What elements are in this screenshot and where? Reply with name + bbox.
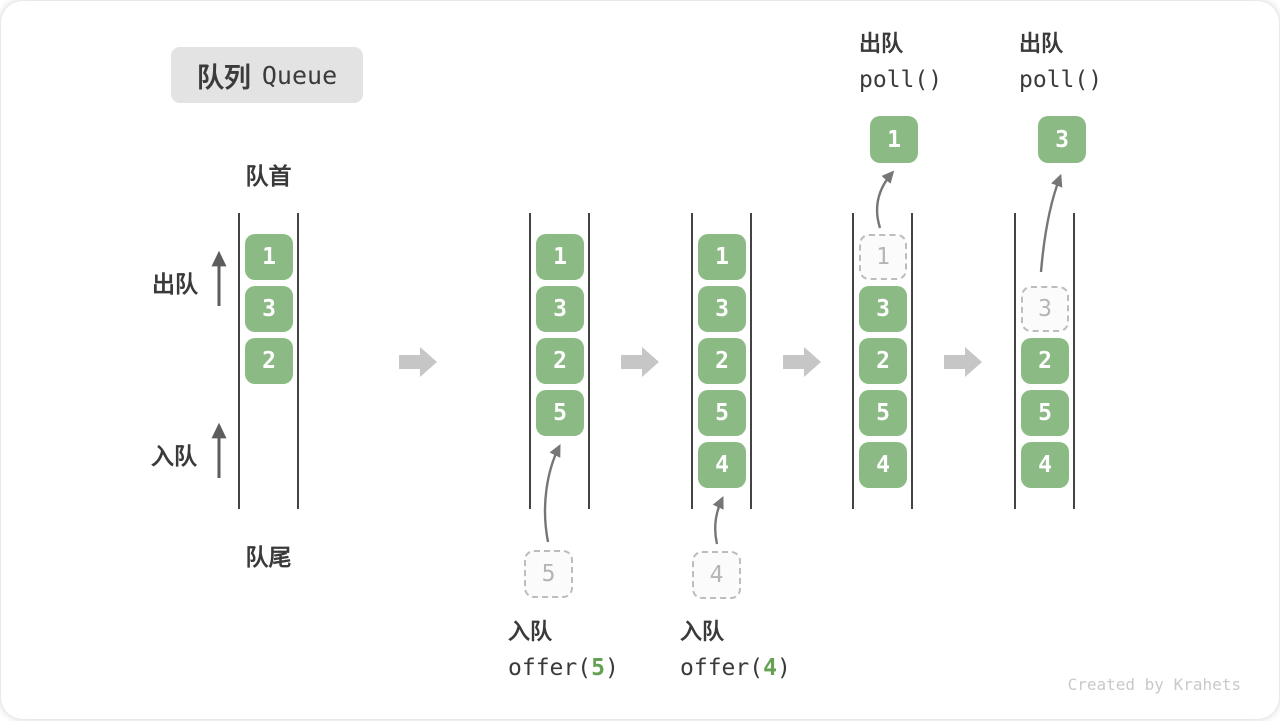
queue-item: 3 [698, 286, 746, 332]
queue-item-dashed: 1 [859, 234, 907, 280]
block-arrow-icon [399, 347, 437, 377]
queue-column-state-offer-4 [691, 213, 752, 509]
queue-item-dashed: 3 [1021, 286, 1069, 332]
watermark: Created by Krahets [1067, 675, 1241, 694]
element-move-arrows [543, 170, 1063, 545]
op-label-zh: 入队 [680, 619, 725, 644]
queue-item: 5 [859, 390, 907, 436]
queue-item: 3 [245, 286, 293, 332]
op-label-code: offer(4) [680, 655, 791, 681]
block-arrow-icon [783, 347, 821, 377]
queue-column-state-poll-3 [1014, 213, 1075, 509]
queue-item: 2 [245, 338, 293, 384]
op-label-enqueue: 入队 offer(5) [508, 617, 619, 683]
label-queue-rear: 队尾 [245, 544, 292, 570]
label-enqueue: 入队 [151, 443, 197, 469]
op-arg: 4 [763, 655, 777, 681]
op-label-zh: 出队 [1019, 31, 1064, 56]
op-label-dequeue: 出队 poll() [859, 29, 942, 95]
op-label-code: poll() [859, 67, 943, 93]
title-badge: 队列 Queue [171, 47, 363, 103]
op-label-zh: 入队 [508, 619, 553, 644]
detached-item: 5 [524, 550, 573, 598]
detached-item: 4 [692, 551, 741, 599]
op-label-zh: 出队 [859, 31, 904, 56]
queue-item: 2 [698, 338, 746, 384]
title-zh: 队列 [196, 62, 251, 93]
label-queue-front: 队首 [245, 163, 292, 189]
title-en: Queue [261, 60, 338, 90]
block-arrow-icon [621, 347, 659, 377]
queue-item: 1 [245, 234, 293, 280]
queue-item: 3 [536, 286, 584, 332]
queue-item: 5 [698, 390, 746, 436]
queue-item: 1 [536, 234, 584, 280]
poll-result-item: 3 [1038, 116, 1086, 163]
queue-item: 1 [698, 234, 746, 280]
queue-item: 4 [1021, 442, 1069, 488]
queue-item: 2 [1021, 338, 1069, 384]
block-arrow-icon [944, 347, 982, 377]
op-label-dequeue: 出队 poll() [1019, 29, 1102, 95]
op-label-code: offer(5) [508, 655, 619, 681]
poll-result-item: 1 [870, 116, 918, 163]
op-arg: 5 [591, 655, 605, 681]
queue-item: 4 [698, 442, 746, 488]
queue-column-state-initial [238, 213, 299, 509]
label-dequeue: 出队 [152, 271, 198, 297]
queue-item: 2 [859, 338, 907, 384]
queue-column-state-offer-5 [529, 213, 590, 509]
queue-column-state-poll-1 [852, 213, 913, 509]
queue-item: 3 [859, 286, 907, 332]
op-label-code: poll() [1019, 67, 1103, 93]
queue-item: 5 [536, 390, 584, 436]
op-label-enqueue: 入队 offer(4) [680, 617, 791, 683]
queue-item: 4 [859, 442, 907, 488]
queue-item: 5 [1021, 390, 1069, 436]
queue-item: 2 [536, 338, 584, 384]
